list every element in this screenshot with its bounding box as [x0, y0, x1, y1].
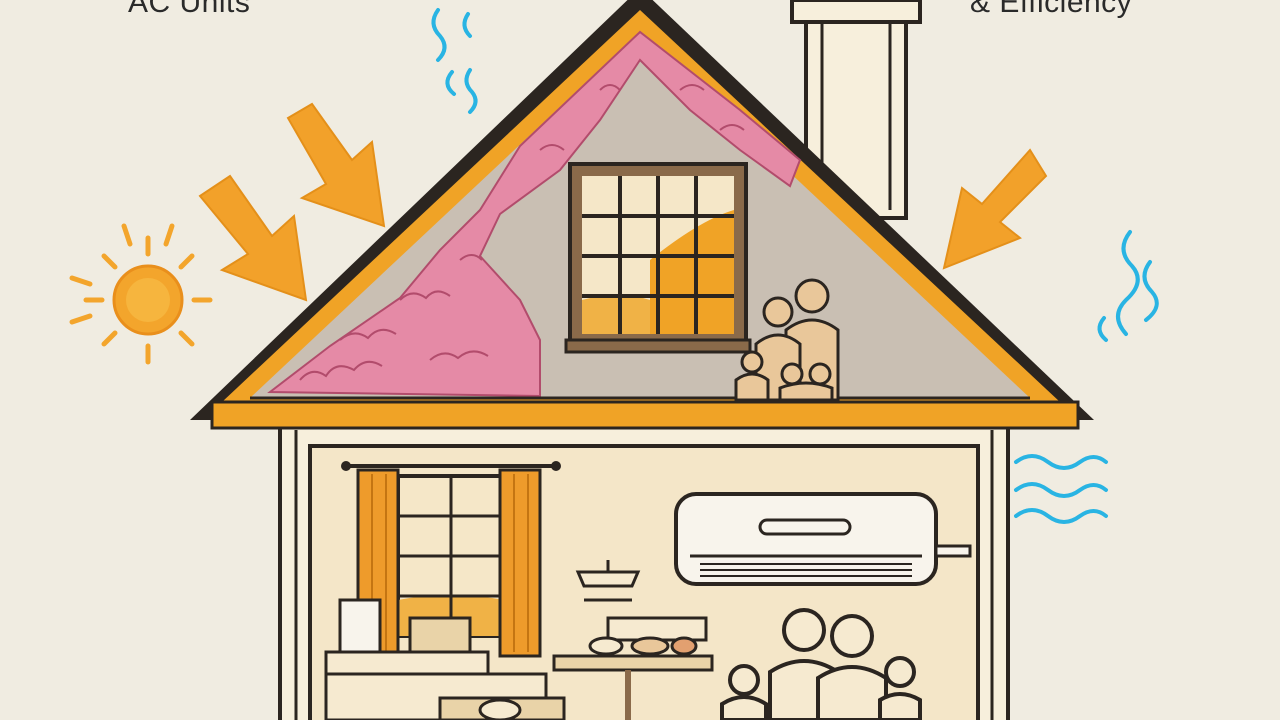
living-room-window	[341, 461, 561, 658]
window-icon	[564, 162, 752, 354]
insulation	[267, 30, 802, 398]
family-icon	[734, 278, 840, 402]
caption-efficiency: & Efficiency	[970, 0, 1133, 19]
heat-arrow-icon	[198, 102, 1048, 302]
sun-icon	[69, 223, 213, 365]
caption-ac-units: AC Units	[128, 0, 251, 19]
living-room-family	[720, 608, 922, 720]
living-room-furniture	[324, 560, 714, 720]
ac-unit-icon	[674, 492, 972, 586]
